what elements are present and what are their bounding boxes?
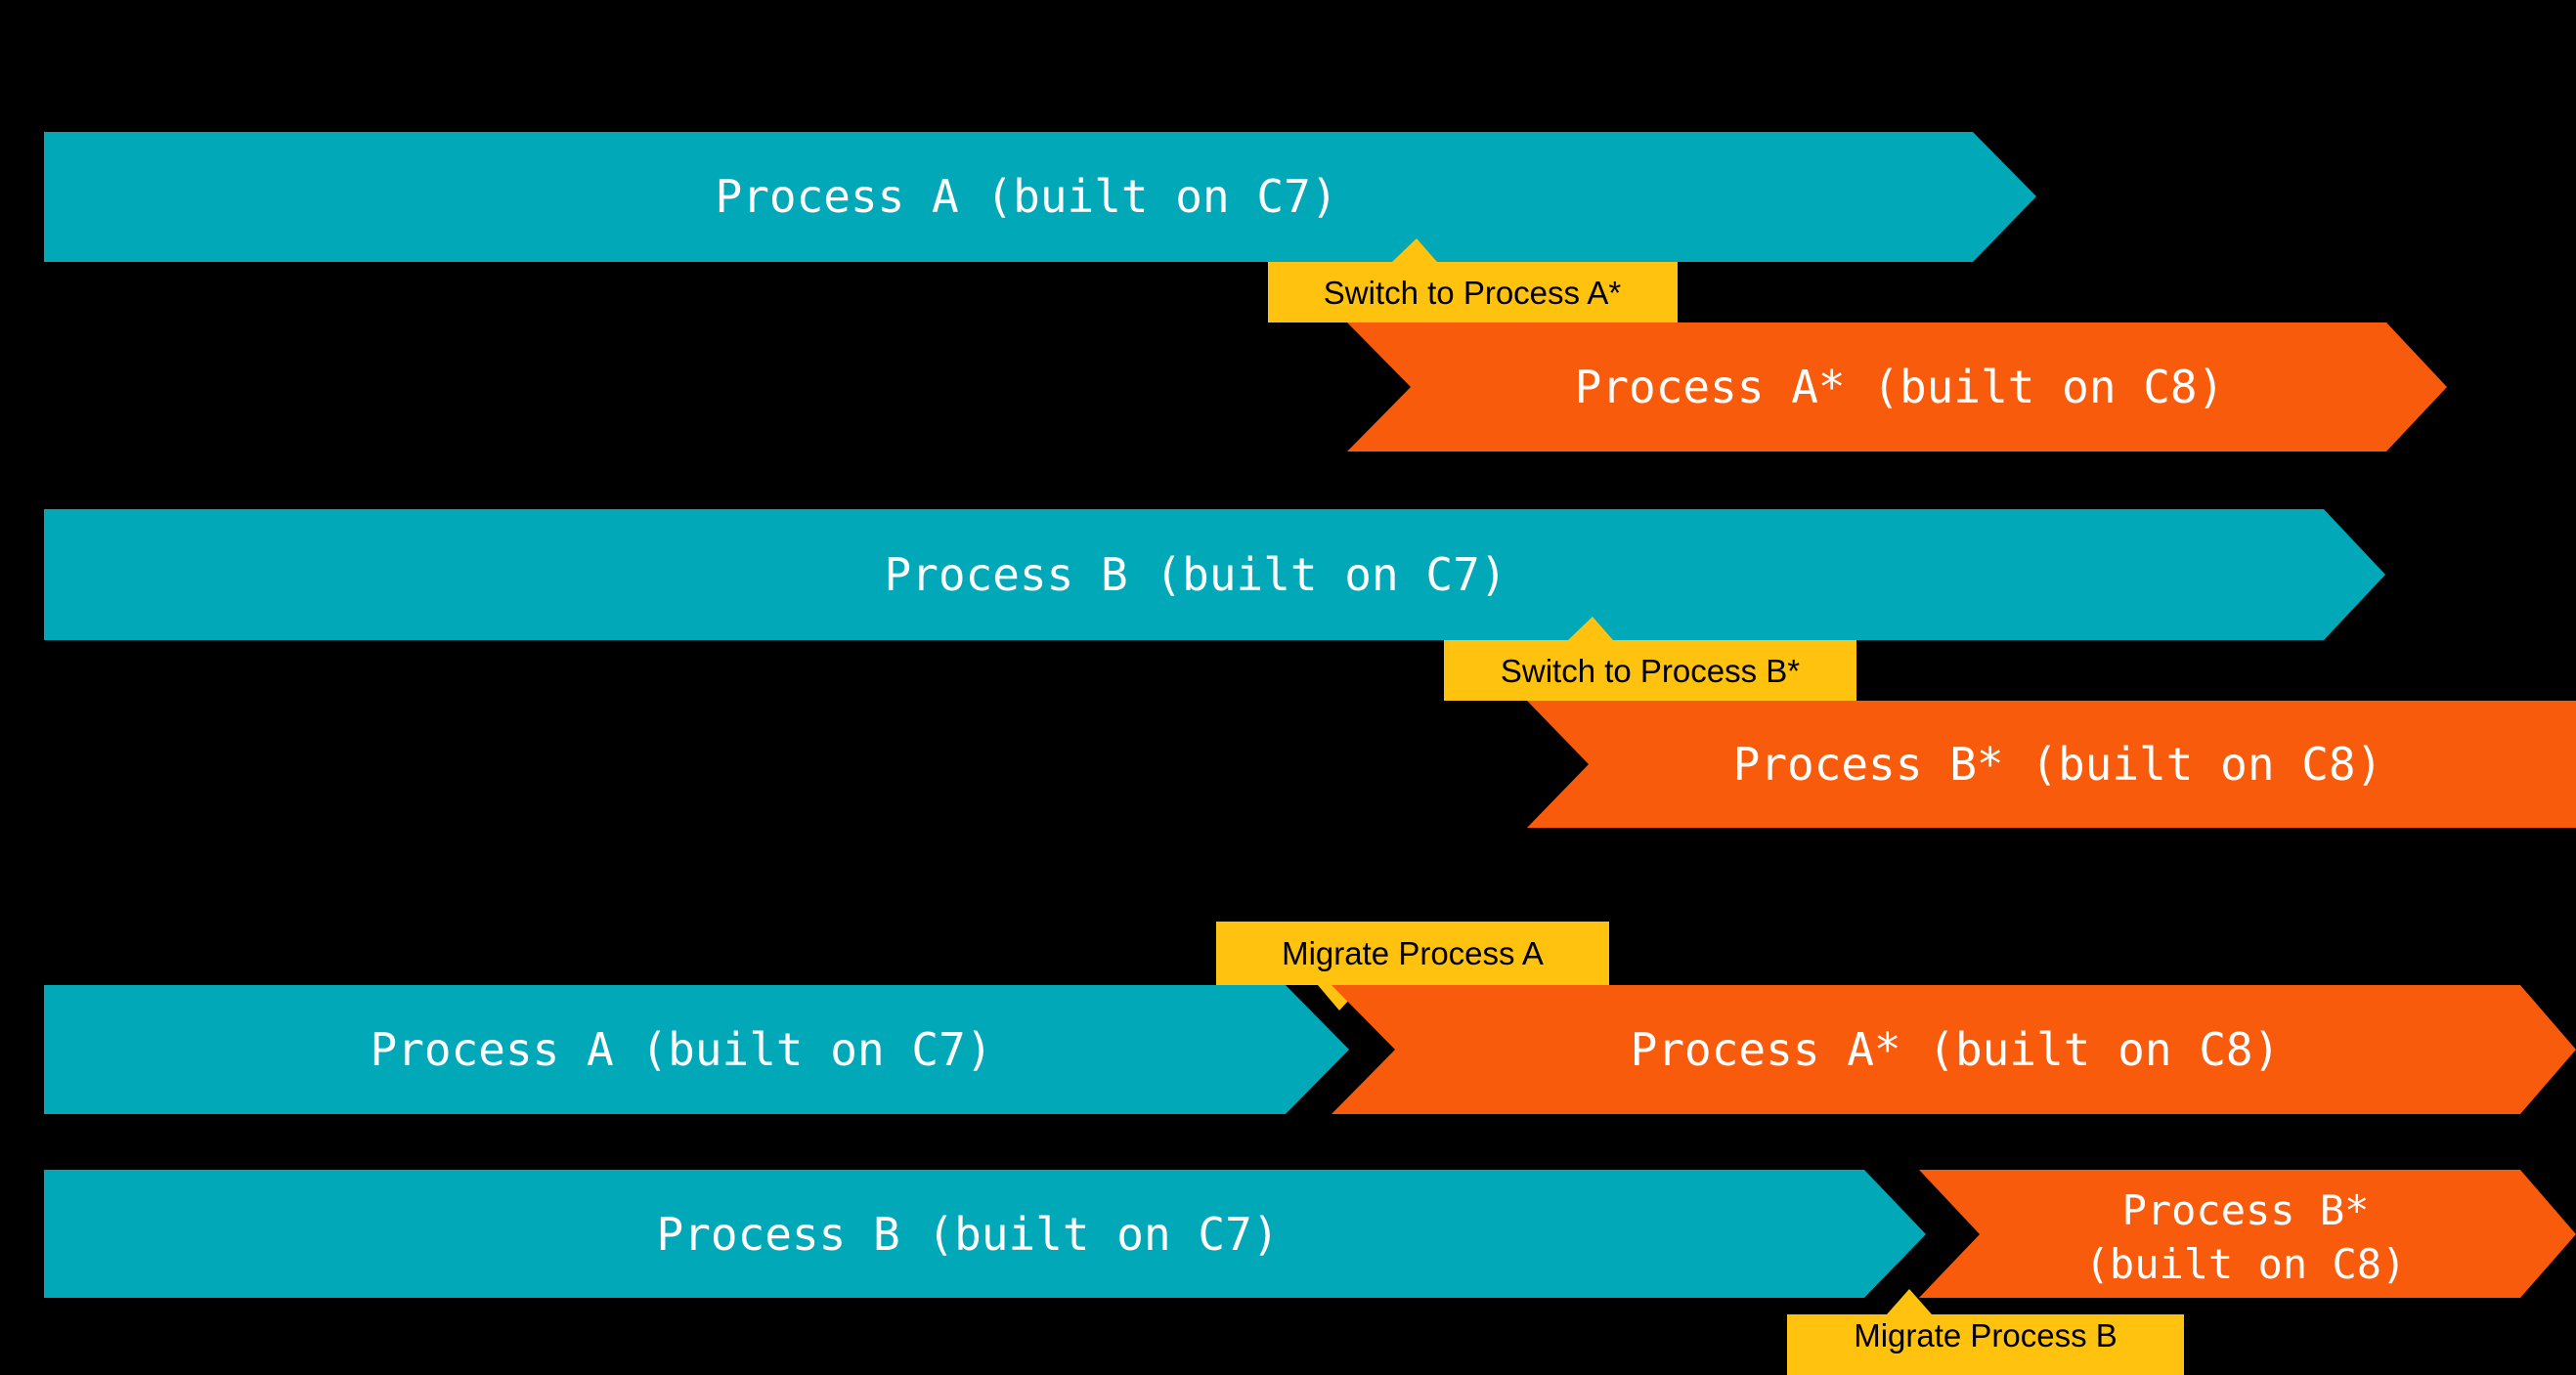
bar-process-a-c7-switch-label: Process A (built on C7): [716, 170, 1338, 223]
bar-process-a-c7-migrate[interactable]: [44, 985, 1349, 1114]
bar-process-b-c7-migrate[interactable]: [44, 1170, 1926, 1298]
bar-process-a-star-c8-switch[interactable]: [1347, 322, 2447, 451]
bar-process-a-c7-migrate-label: Process A (built on C7): [371, 1023, 993, 1076]
callout-switch-process-a-label: Switch to Process A*: [1324, 275, 1622, 311]
bar-process-b-star-c8-switch[interactable]: [1527, 701, 2576, 828]
callout-migrate-process-a-label: Migrate Process A: [1282, 935, 1544, 971]
bar-process-a-star-c8-migrate-label: Process A* (built on C8): [1631, 1023, 2281, 1076]
bar-process-b-star-c8-switch-label: Process B* (built on C8): [1733, 738, 2383, 791]
callout-migrate-process-b[interactable]: [1787, 1289, 2184, 1375]
bar-process-b-c7-switch-label: Process B (built on C7): [885, 548, 1507, 601]
bar-process-b-star-c8-migrate[interactable]: [1919, 1170, 2576, 1298]
bar-process-b-c7-switch[interactable]: [44, 509, 2385, 640]
bar-process-b-star-c8-migrate-label-line2: (built on C8): [2085, 1240, 2407, 1288]
bar-process-a-star-c8-switch-label: Process A* (built on C8): [1575, 361, 2225, 413]
callout-switch-process-a[interactable]: [1268, 238, 1678, 347]
bar-process-a-star-c8-migrate[interactable]: [1332, 985, 2576, 1114]
bar-process-a-c7-switch[interactable]: [44, 132, 2036, 262]
bar-process-b-star-c8-migrate-label-line1: Process B*: [2122, 1186, 2370, 1234]
callout-switch-process-b[interactable]: [1444, 617, 1856, 725]
callout-switch-process-b-label: Switch to Process B*: [1501, 653, 1800, 689]
callout-migrate-process-a[interactable]: [1216, 922, 1609, 1010]
bar-process-b-c7-migrate-label: Process B (built on C7): [657, 1208, 1280, 1261]
callout-migrate-process-b-label: Migrate Process B: [1854, 1317, 2118, 1354]
